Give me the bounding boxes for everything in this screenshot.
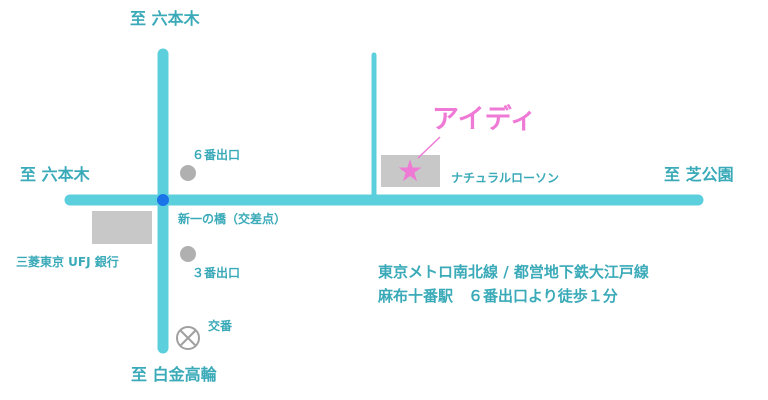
exit-6-marker [180,165,196,181]
direction-north: 至 六本木 [130,9,200,28]
dot-icon [157,194,169,206]
access-line-1: 東京メトロ南北線 / 都営地下鉄大江戸線 [378,263,649,281]
convenience-store-label: ナチュラルローソン [451,171,560,185]
circle-x-icon [176,326,200,350]
destination-pointer [417,136,441,159]
exit-6-label: ６番出口 [192,148,241,162]
bank-building [92,211,152,244]
destination-name: アイディ [432,104,537,135]
police-box-label: 交番 [208,319,233,333]
intersection-label: 新一の橋（交差点） [178,212,287,226]
exit-3-label: ３番出口 [192,266,241,280]
bank-label: 三菱東京 UFJ 銀行 [16,255,119,269]
star-icon [398,159,422,182]
direction-east: 至 芝公園 [664,165,734,184]
direction-south: 至 白金高輪 [131,365,217,384]
access-line-2: 麻布十番駅 ６番出口より徒歩１分 [378,287,618,305]
exit-3-marker [180,246,196,262]
direction-west: 至 六本木 [20,165,90,184]
